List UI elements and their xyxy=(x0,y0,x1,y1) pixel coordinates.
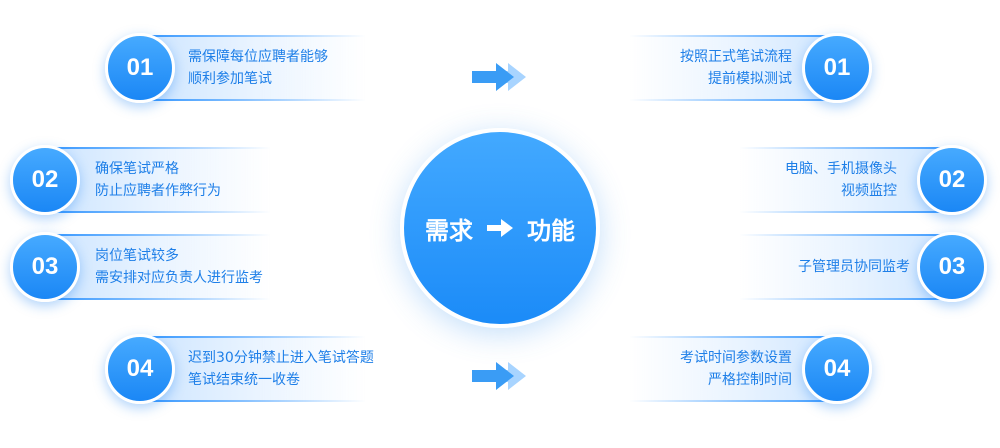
right-arrow-icon xyxy=(487,219,513,237)
double-arrow-icon xyxy=(472,362,526,390)
number-badge: 04 xyxy=(802,334,872,404)
item-text: 严格控制时间 xyxy=(708,372,792,388)
item-text: 子管理员协同监考 xyxy=(798,259,910,275)
item-text: 需保障每位应聘者能够 xyxy=(188,49,328,65)
item-text: 顺利参加笔试 xyxy=(188,71,272,87)
right-item-3: 子管理员协同监考 xyxy=(740,234,955,300)
left-item-2: 确保笔试严格防止应聘者作弊行为 xyxy=(55,147,270,213)
number-badge: 03 xyxy=(10,232,80,302)
number-badge: 01 xyxy=(802,33,872,103)
item-text: 迟到30分钟禁止进入笔试答题 xyxy=(188,350,374,366)
item-text: 考试时间参数设置 xyxy=(680,350,792,366)
number-badge: 02 xyxy=(10,145,80,215)
item-text: 笔试结束统一收卷 xyxy=(188,372,300,388)
item-text: 电脑、手机摄像头 xyxy=(785,161,897,177)
left-item-1: 需保障每位应聘者能够顺利参加笔试 xyxy=(150,35,365,101)
number-badge: 02 xyxy=(917,145,987,215)
item-text: 需安排对应负责人进行监考 xyxy=(95,270,263,286)
number-badge: 01 xyxy=(105,33,175,103)
number-badge: 03 xyxy=(917,232,987,302)
item-text: 视频监控 xyxy=(841,183,897,199)
item-text: 岗位笔试较多 xyxy=(95,248,179,264)
center-right-label: 功能 xyxy=(527,216,575,245)
item-text: 按照正式笔试流程 xyxy=(680,49,792,65)
number-badge: 04 xyxy=(105,334,175,404)
left-item-3: 岗位笔试较多需安排对应负责人进行监考 xyxy=(55,234,270,300)
item-text: 确保笔试严格 xyxy=(95,161,179,177)
item-text: 提前模拟测试 xyxy=(708,71,792,87)
double-arrow-icon xyxy=(472,63,526,91)
left-item-4: 迟到30分钟禁止进入笔试答题笔试结束统一收卷 xyxy=(150,336,374,402)
right-item-4: 考试时间参数设置严格控制时间 xyxy=(630,336,840,402)
center-circle: 需求 功能 xyxy=(400,128,600,328)
item-text: 防止应聘者作弊行为 xyxy=(95,183,221,199)
center-left-label: 需求 xyxy=(425,216,473,245)
